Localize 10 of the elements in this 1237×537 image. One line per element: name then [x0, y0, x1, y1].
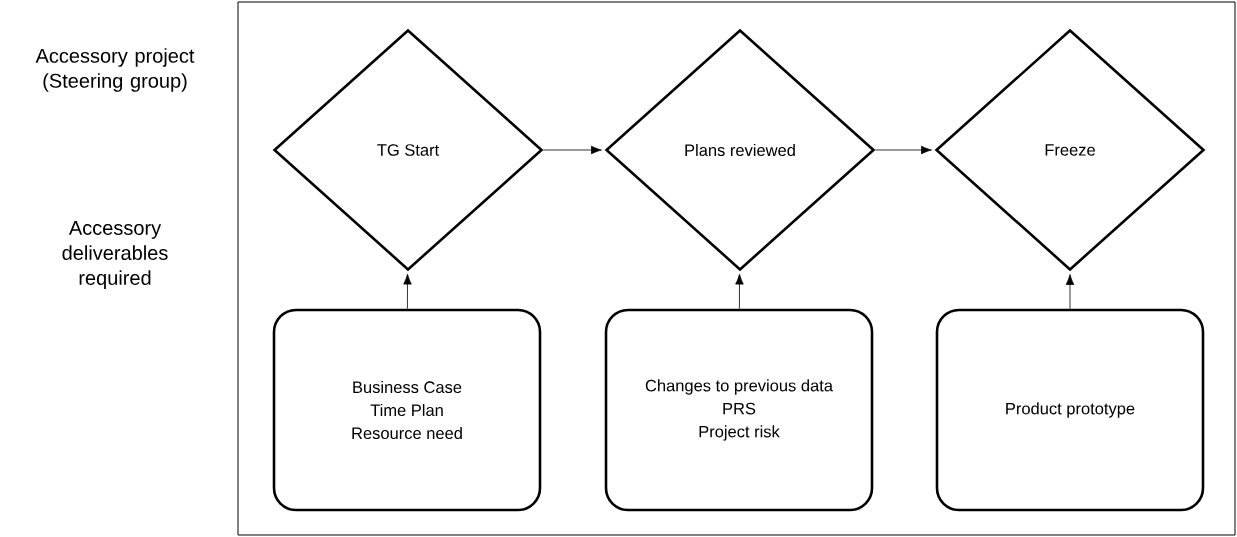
arrow	[735, 273, 744, 310]
row-label: Accessory deliverables required	[62, 221, 168, 289]
deliverables-box: Changes to previous data PRS Project risk	[604, 308, 874, 512]
deliverables-box: Product prototype	[935, 308, 1205, 512]
arrow	[874, 145, 932, 155]
arrow	[403, 273, 412, 310]
arrow	[542, 145, 602, 155]
row-label: Accessory project (Steering group)	[35, 48, 195, 92]
deliverables-box: Business Case Time Plan Resource need	[272, 308, 542, 512]
arrow	[1065, 274, 1075, 310]
